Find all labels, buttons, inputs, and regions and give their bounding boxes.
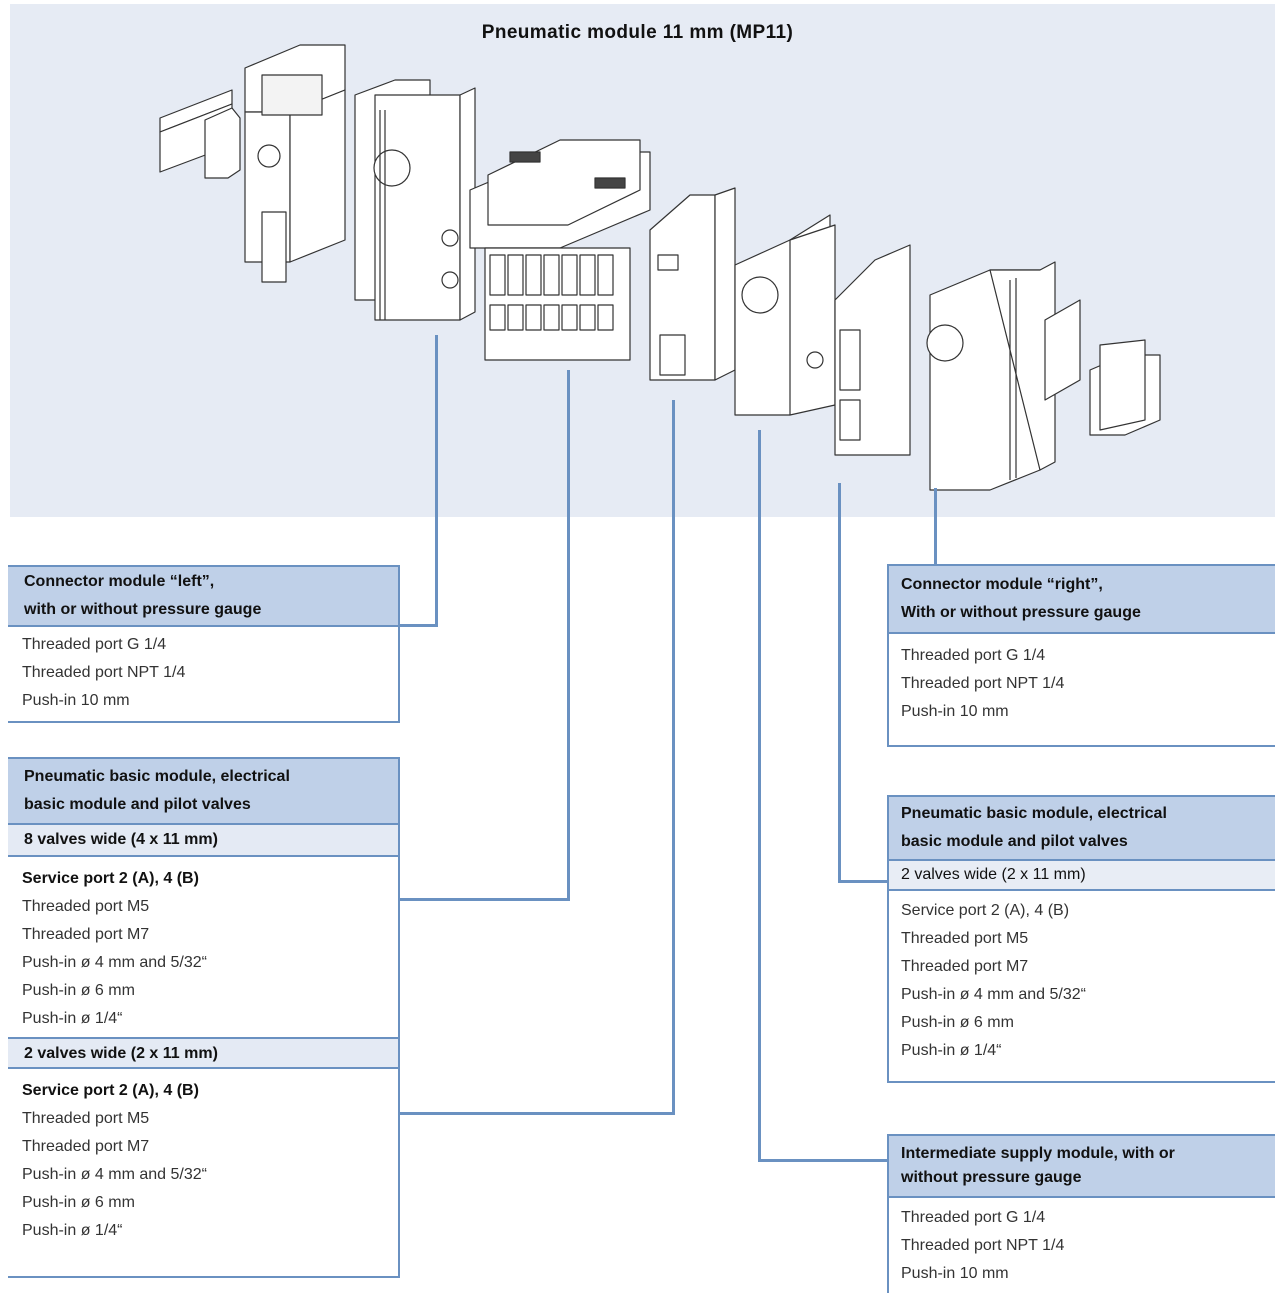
valve-right-illus [834,244,911,456]
list-item: Service port 2 (A), 4 (B) [901,902,1070,919]
list-item: Threaded port M7 [22,926,150,943]
connector-right-items: Threaded port G 1/4 Threaded port NPT 1/… [889,634,1275,732]
leader-line-valves-8 [567,370,570,900]
list-item: Push-in 10 mm [901,703,1009,720]
list-item: Threaded port NPT 1/4 [901,1237,1065,1254]
list-item: Push-in 10 mm [901,1265,1009,1282]
subheader-8-valves: 8 valves wide (4 x 11 mm) [8,825,398,857]
basic-right-title-line2: basic module and pilot valves [901,833,1128,850]
list-item: Push-in ø 4 mm and 5/32“ [22,954,207,971]
list-item: Push-in ø 6 mm [901,1014,1014,1031]
list-item: Threaded port M5 [22,1110,150,1127]
basic-left-title-line2: basic module and pilot valves [24,796,251,813]
list-item: Push-in ø 6 mm [22,982,135,999]
list-item-lead: Service port 2 (A), 4 (B) [22,870,199,887]
pneumatic-basic-module-left-box: Pneumatic basic module, electrical basic… [8,757,400,1278]
list-item: Threaded port M7 [22,1138,150,1155]
leader-line-valves-2 [672,400,675,1115]
leader-line-valves-2-h [398,1112,675,1115]
bus-coupler [244,44,346,283]
basic-module-right-header: Pneumatic basic module, electrical basic… [889,797,1275,861]
intermediate-title-line1: Intermediate supply module, with or [901,1145,1175,1162]
subheader-2-valves: 2 valves wide (2 x 11 mm) [8,1037,398,1069]
list-item: Threaded port NPT 1/4 [22,664,186,681]
list-item: Threaded port G 1/4 [22,636,167,653]
diagram-title: Pneumatic module 11 mm (MP11) [481,22,794,43]
connector-left-title-line1: Connector module “left”, [24,573,215,590]
connector-module-left-illus [354,79,476,321]
connector-module-left-header: Connector module “left”, with or without… [8,567,398,627]
connector-module-right-box: Connector module “right”, With or withou… [887,564,1275,747]
intermediate-supply-header: Intermediate supply module, with or with… [889,1136,1275,1198]
connector-left-items: Threaded port G 1/4 Threaded port NPT 1/… [8,627,398,721]
pneumatic-basic-module-right-box: Pneumatic basic module, electrical basic… [887,795,1275,1083]
intermediate-items: Threaded port G 1/4 Threaded port NPT 1/… [889,1198,1275,1294]
list-item: Push-in 10 mm [22,692,130,709]
connector-right-title-line2: With or without pressure gauge [901,604,1141,621]
din-rail-right [1044,299,1161,436]
list-item: Push-in ø 1/4“ [901,1042,1002,1059]
leader-line-valve-right [838,483,841,883]
list-item: Push-in ø 4 mm and 5/32“ [901,986,1086,1003]
leader-line-intermediate [758,430,761,1162]
connector-module-right-illus [926,261,1056,491]
list-item: Threaded port M5 [901,930,1029,947]
list-item: Push-in ø 6 mm [22,1194,135,1211]
list-item: Threaded port G 1/4 [901,647,1046,664]
list-item: Push-in ø 1/4“ [22,1222,123,1239]
group-2-valves-items: Service port 2 (A), 4 (B) Threaded port … [8,1069,398,1251]
group-8-valves-items: Service port 2 (A), 4 (B) Threaded port … [8,857,398,1037]
intermediate-supply-module-box: Intermediate supply module, with or with… [887,1134,1275,1293]
list-item: Threaded port M7 [901,958,1029,975]
list-item: Push-in ø 1/4“ [22,1010,123,1027]
list-item: Threaded port NPT 1/4 [901,675,1065,692]
list-item: Threaded port G 1/4 [901,1209,1046,1226]
intermediate-supply-illus [734,214,836,416]
list-item-lead: Service port 2 (A), 4 (B) [22,1082,199,1099]
valve-block-8-illus [469,139,651,361]
connector-module-right-header: Connector module “right”, With or withou… [889,566,1275,634]
subheader-right-2-valves: 2 valves wide (2 x 11 mm) [889,861,1275,891]
basic-left-title-line1: Pneumatic basic module, electrical [24,768,290,785]
basic-module-left-header: Pneumatic basic module, electrical basic… [8,759,398,825]
intermediate-title-line2: without pressure gauge [901,1169,1082,1186]
illustration-panel [10,4,1275,517]
leader-line-valve-right-h [838,880,890,883]
connector-left-title-line2: with or without pressure gauge [24,601,262,618]
basic-right-title-line1: Pneumatic basic module, electrical [901,805,1167,822]
leader-line-connector-left-h [398,624,438,627]
valve-block-2-illus [649,187,736,381]
leader-line-valves-8-h [398,898,570,901]
list-item: Threaded port M5 [22,898,150,915]
connector-right-title-line1: Connector module “right”, [901,576,1103,593]
leader-line-connector-left [435,335,438,627]
connector-module-left-box: Connector module “left”, with or without… [8,565,400,723]
basic-right-items: Service port 2 (A), 4 (B) Threaded port … [889,891,1275,1071]
leader-line-connector-right [934,488,937,566]
module-assembly-illustration [159,44,1161,491]
list-item: Push-in ø 4 mm and 5/32“ [22,1166,207,1183]
leader-line-intermediate-h [758,1159,890,1162]
din-rail-left [159,89,241,179]
